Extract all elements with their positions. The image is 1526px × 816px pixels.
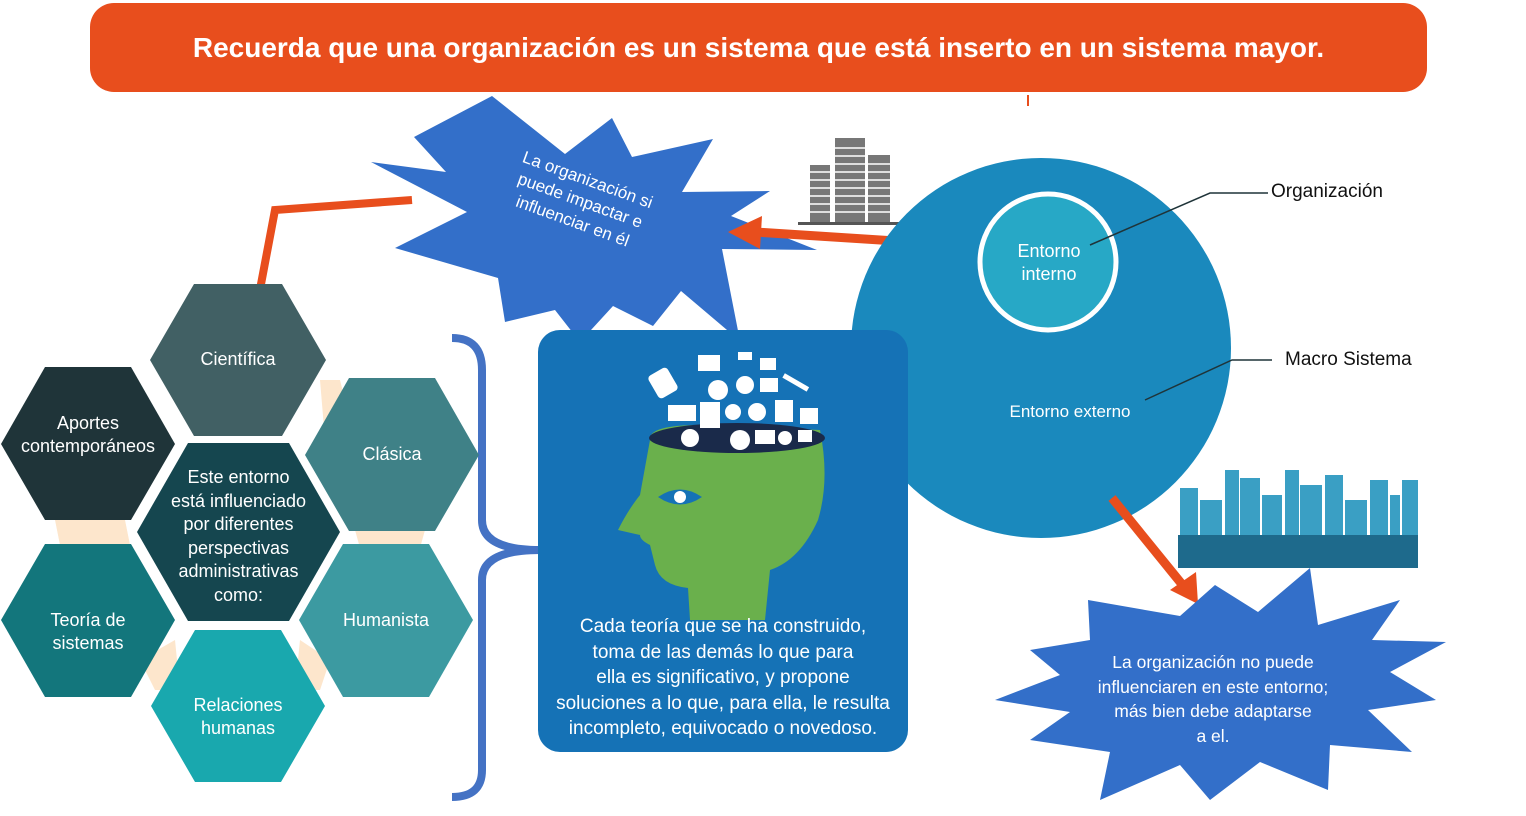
text-line: incompleto, equivocado o novedoso. — [568, 718, 878, 739]
text-line: administrativas — [178, 561, 299, 581]
theory-box-text: Cada teoría que se ha construido, toma de… — [540, 614, 906, 742]
hex-cientifica-label: Científica — [150, 348, 326, 371]
text-line: más bien debe adaptarse — [1114, 701, 1312, 721]
text-line: ella es significativo, y propone — [596, 667, 850, 688]
hexagon-group — [1, 284, 479, 782]
text-line: Científica — [200, 349, 276, 369]
hex-aportes-label: Aportes contemporáneos — [1, 412, 175, 458]
city-skyline-icon — [1178, 470, 1418, 568]
hex-cientifica — [150, 284, 326, 436]
hex-teoria-label: Teoría de sistemas — [1, 609, 175, 655]
text-line: por diferentes — [183, 514, 294, 534]
burst-top-shape — [371, 96, 817, 342]
outer-environment-label: Entorno externo — [1009, 402, 1131, 421]
text-line: está influenciado — [170, 490, 307, 511]
text-line: Cada teoría que se ha construido, — [579, 616, 867, 637]
text-line: sistemas — [52, 633, 124, 653]
arrow-to-bottom-burst — [1108, 495, 1189, 591]
arrow-head-icon — [1170, 572, 1198, 604]
text-line: soluciones a lo que, para ella, le resul… — [556, 692, 890, 714]
text-line: Entorno — [1017, 241, 1081, 261]
organization-circle — [977, 191, 1119, 333]
text-line: Este entorno — [187, 467, 290, 487]
title-banner: Recuerda que una organización es un sist… — [90, 3, 1427, 92]
text-line: toma de las demás lo que para — [592, 641, 854, 663]
hex-teoria — [1, 544, 175, 697]
text-line: Humanista — [342, 610, 430, 630]
text-line: a el. — [1196, 725, 1230, 746]
text-line: contemporáneos — [20, 436, 156, 456]
hex-center-label: Este entorno está influenciado por diferen… — [137, 466, 340, 607]
arrow-to-cientifica — [254, 196, 413, 301]
organizacion-label: Organización — [1271, 181, 1383, 202]
banner-text: Recuerda que una organización es un sist… — [192, 31, 1325, 63]
leader-line-organizacion — [1089, 192, 1268, 246]
arrow-head-icon — [728, 216, 762, 249]
hex-clasica — [305, 378, 479, 531]
text-line: interno — [1021, 264, 1077, 284]
text-line: influenciaren en este entorno; — [1097, 676, 1329, 697]
text-line: Teoría de — [50, 610, 126, 630]
leader-line-macro — [1144, 359, 1272, 401]
head-ideas-icon — [618, 352, 825, 620]
hex-aportes — [1, 367, 175, 520]
burst-bottom-text: La organización no puede influenciaren en… — [1075, 650, 1351, 748]
text-line: La organización no puede — [1112, 652, 1314, 672]
text-line: Relaciones — [193, 695, 283, 715]
hex-relaciones — [151, 630, 325, 782]
inner-environment-label: Entorno interno — [990, 240, 1108, 286]
hex-center — [137, 443, 340, 621]
text-line: Clásica — [362, 444, 422, 464]
hex-clasica-label: Clásica — [305, 443, 479, 466]
text-line: perspectivas — [187, 537, 290, 558]
brace — [451, 334, 541, 801]
macro-system-circle — [851, 158, 1231, 538]
hex-relaciones-label: Relaciones humanas — [151, 694, 325, 740]
hex-humanista-label: Humanista — [299, 609, 473, 632]
burst-bottom-shape — [995, 568, 1446, 800]
hex-humanista — [299, 544, 473, 697]
text-line: como: — [213, 584, 264, 605]
macro-sistema-label: Macro Sistema — [1285, 349, 1412, 370]
text-line: humanas — [200, 718, 276, 738]
text-line: Aportes — [56, 413, 120, 433]
